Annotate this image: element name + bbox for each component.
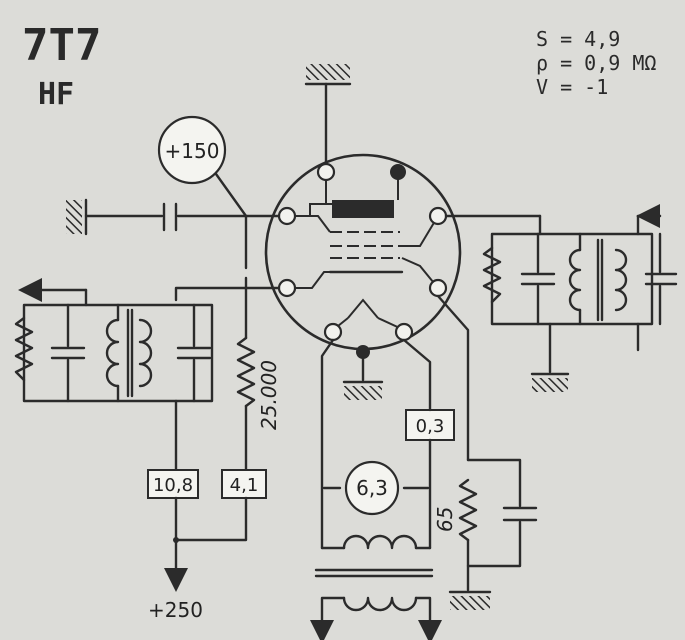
pin-heater-right xyxy=(394,322,414,342)
pin-right-lower xyxy=(428,278,448,298)
param-s: S = 4,9 xyxy=(536,27,620,51)
ground-left xyxy=(66,198,88,236)
ground-top xyxy=(304,64,352,174)
tube-function: HF xyxy=(38,77,74,112)
screen-supply-node: +150 xyxy=(157,115,248,218)
screen-resistor-label: 25.000 xyxy=(257,360,281,430)
left-tuned-circuit xyxy=(14,278,214,403)
param-v: V = -1 xyxy=(536,75,608,99)
ground-bottom-right xyxy=(448,590,492,610)
pin-right-upper xyxy=(428,206,448,226)
anode-current-box: 10,8 xyxy=(147,469,199,499)
ground-center xyxy=(342,356,384,400)
heater-circuit: 6,3 xyxy=(310,338,442,640)
screen-resistor: 25.000 xyxy=(236,336,281,472)
pin-top-left xyxy=(316,162,336,182)
pin-left-upper xyxy=(277,206,297,226)
pin-left-lower xyxy=(277,278,297,298)
supply-voltage-label: +250 xyxy=(148,598,203,622)
pin-heater-left xyxy=(323,322,343,342)
screen-voltage-label: +150 xyxy=(165,139,220,163)
right-tuned-circuit xyxy=(482,204,678,352)
anode-plate xyxy=(332,200,394,218)
tube-envelope xyxy=(264,153,462,359)
cathode-resistor-label: 65 xyxy=(433,507,457,532)
tube-name: 7T7 xyxy=(22,20,101,71)
param-rho: ρ = 0,9 MΩ xyxy=(536,51,656,75)
ground-right xyxy=(530,322,570,392)
pin-bottom xyxy=(356,345,370,359)
pin-top-right xyxy=(390,164,406,180)
heater-voltage-label: 6,3 xyxy=(356,476,388,500)
svg-text:10,8: 10,8 xyxy=(153,475,193,496)
svg-text:4,1: 4,1 xyxy=(230,475,259,496)
coupling-capacitor xyxy=(162,202,178,232)
cathode-resistor: 0,3 65 xyxy=(405,409,538,592)
screen-current-box: 4,1 xyxy=(221,469,267,499)
heater-current-label: 0,3 xyxy=(416,416,445,437)
